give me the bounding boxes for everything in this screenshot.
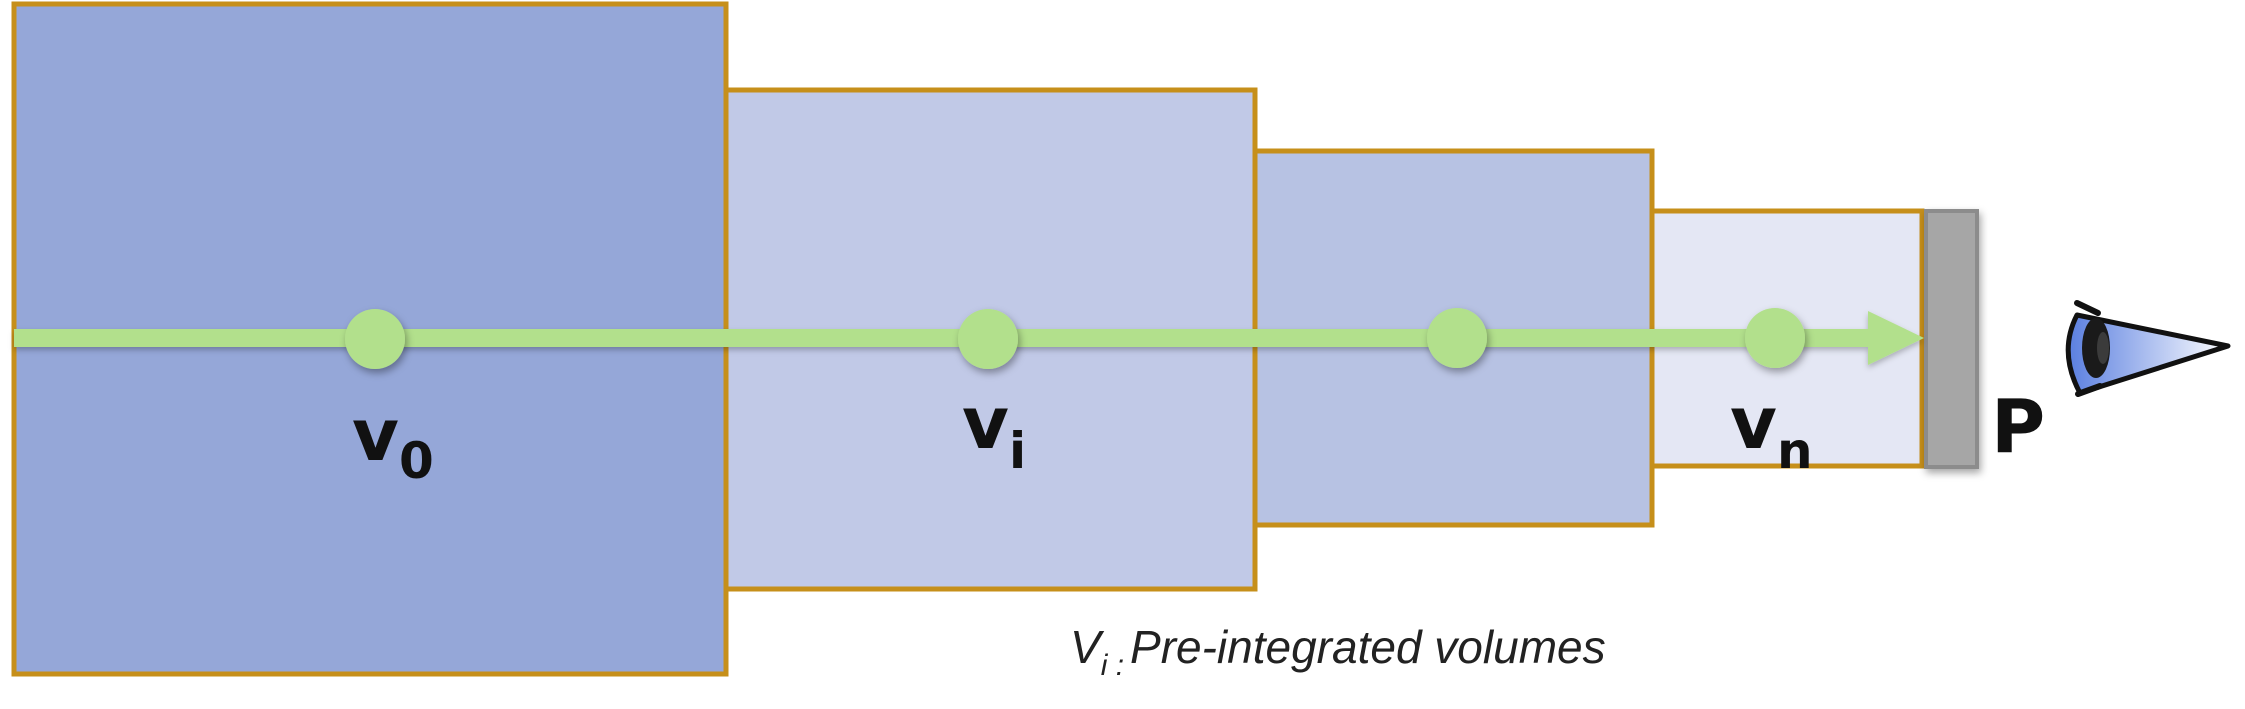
sample-point-2: [1427, 308, 1487, 368]
image-plane: [1924, 209, 1979, 469]
sample-point-vn: [1745, 308, 1805, 368]
sample-point-v0: [345, 309, 405, 369]
label-vn: vn: [1730, 381, 1813, 480]
view-ray: [14, 311, 1924, 365]
sample-point-vi: [958, 309, 1018, 369]
label-p: P: [1991, 384, 2045, 470]
caption: Vi :Pre-integrated volumes: [1070, 621, 1606, 682]
label-vi: vi: [962, 381, 1026, 480]
label-v0: v0: [352, 393, 434, 490]
eye-icon: [2065, 300, 2231, 397]
